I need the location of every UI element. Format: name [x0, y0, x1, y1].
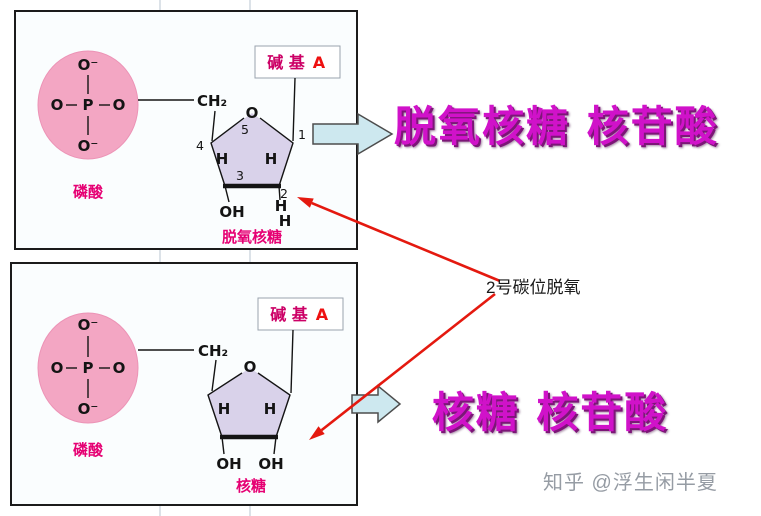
- phosphate-o-top: O⁻: [78, 56, 99, 74]
- ring-edge: [259, 117, 294, 187]
- phosphate-label: 磷酸: [73, 441, 104, 459]
- phosphate-o-right: O: [113, 96, 126, 114]
- ring-edge: [207, 372, 243, 438]
- hydrogen-atom: H: [216, 150, 229, 168]
- bond-line: [292, 77, 296, 142]
- phosphate-label: 磷酸: [73, 183, 104, 201]
- bond-line: [224, 185, 230, 203]
- bond-line: [211, 359, 217, 392]
- phosphate-o-bottom: O⁻: [78, 137, 99, 155]
- ring-oxygen: O: [246, 104, 259, 122]
- ring-edge: [210, 117, 245, 187]
- carbon-1: 1: [298, 127, 306, 142]
- base-a: A: [316, 305, 329, 324]
- bond-line: [221, 436, 225, 455]
- deoxyribose-label: 脱氧核糖: [222, 228, 282, 246]
- base-name: 碱 基: [270, 305, 309, 324]
- ribonucleotide-diagram: O⁻ O P O O⁻ 磷酸 CH₂ 碱 基 A: [37, 297, 344, 495]
- hydrogen-atom: H: [275, 197, 288, 215]
- base-box: [254, 45, 341, 79]
- phosphate-p: P: [83, 359, 94, 377]
- hydroxyl-3: OH: [219, 203, 244, 221]
- phosphate-group: O⁻ O P O O⁻ 磷酸: [37, 312, 139, 459]
- deoxyribonucleotide-diagram: O⁻ O P O O⁻ 磷酸 CH₂ 碱 基 A: [37, 45, 341, 246]
- hydroxyl-2: OH: [258, 455, 283, 473]
- bond-line: [273, 436, 277, 455]
- base-name: 碱 基: [267, 53, 306, 72]
- hydrogen-atom: H: [264, 400, 277, 418]
- hydrogen-atom: H: [265, 150, 278, 168]
- phosphate-group: O⁻ O P O O⁻ 磷酸: [37, 50, 139, 201]
- bond-line: [211, 110, 216, 142]
- hydrogen-atom: H: [279, 212, 292, 230]
- ring-edge: [257, 372, 291, 438]
- carbon-2-deoxygenation-note: 2号碳位脱氧: [486, 278, 581, 297]
- deoxyribonucleotide-product-label: 脱氧核糖 核苷酸: [394, 102, 719, 151]
- ribose-label: 核糖: [236, 477, 266, 495]
- phosphate-o-right: O: [113, 359, 126, 377]
- ch2-group: CH₂: [198, 342, 228, 360]
- carbon-3: 3: [236, 168, 244, 183]
- bond-line: [278, 185, 281, 201]
- hydrogen-atom: H: [218, 400, 231, 418]
- carbon-5: 5: [241, 122, 249, 137]
- sugar-ring: [208, 368, 290, 437]
- phosphate-o-bottom: O⁻: [78, 400, 99, 418]
- ribonucleotide-product-label: 核糖 核苷酸: [431, 388, 669, 437]
- sugar-ring: [211, 113, 293, 186]
- ring-oxygen: O: [244, 358, 257, 376]
- phosphate-o-left: O: [51, 96, 64, 114]
- block-arrow-bottom: [351, 384, 402, 424]
- phosphate-circle: [37, 312, 139, 424]
- ribose-ring: O H H OH OH 核糖: [207, 358, 291, 495]
- ribonucleotide-panel: O⁻ O P O O⁻ 磷酸 CH₂ 碱 基 A: [10, 262, 358, 506]
- base-group: 碱 基 A: [254, 45, 341, 142]
- hydroxyl-3: OH: [216, 455, 241, 473]
- base-a: A: [313, 53, 326, 72]
- ch2-group: CH₂: [197, 92, 227, 110]
- watermark: 知乎 @浮生闲半夏: [543, 472, 718, 494]
- deoxyribonucleotide-panel: O⁻ O P O O⁻ 磷酸 CH₂ 碱 基 A: [14, 10, 358, 250]
- phosphate-circle: [37, 50, 139, 160]
- phosphate-o-top: O⁻: [78, 316, 99, 334]
- carbon-2: 2: [280, 186, 288, 201]
- bond-line: [290, 329, 294, 394]
- carbon-4: 4: [196, 138, 204, 153]
- phosphate-o-left: O: [51, 359, 64, 377]
- phosphate-p: P: [83, 96, 94, 114]
- base-group: 碱 基 A: [257, 297, 344, 394]
- deoxyribose-ring: O 5 4 1 3 2 H H OH H H 脱氧核糖: [196, 104, 306, 246]
